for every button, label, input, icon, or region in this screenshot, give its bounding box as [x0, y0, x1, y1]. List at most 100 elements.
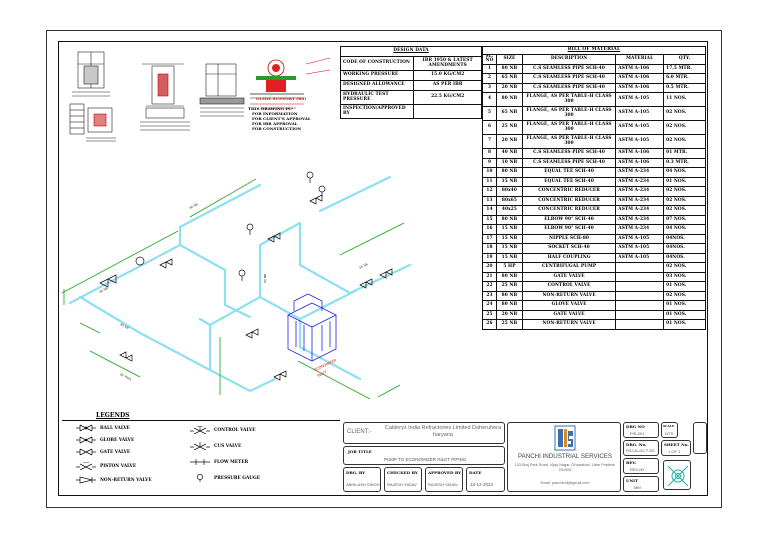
legend-flow-meter: FLOW METER [188, 458, 248, 466]
company-email: Email: panchindl@gmail.com [540, 481, 590, 485]
bom-cell: 11 NOS. [663, 92, 706, 108]
bom-cell: 15 NB [495, 176, 523, 188]
design-data-key: INSPECTION/APPROVED BY [339, 104, 415, 119]
drawing-info-grid: DRG NO PIS-001 SCALE NTS DRG. No. PIS-CA… [623, 422, 707, 492]
bom-cell: ELBOW 90° SCH-40 [521, 224, 617, 235]
bom-cell: ASTM A-106 [615, 73, 665, 84]
legend-piston-valve: PISTON VALVE [74, 462, 136, 470]
note-item: FOR CLIENT'S APPROVAL [252, 116, 311, 121]
bom-cell: ASTM A-234 [615, 205, 665, 216]
gate-valve-icon [76, 448, 96, 456]
bom-cell: 80 NB [495, 63, 523, 75]
bom-cell: GLOVE VALVE [521, 300, 617, 311]
legend-globe-valve: GLOBE VALVE [74, 436, 134, 444]
bom-cell: FLANGE, AS PER TABLE-H CLASS 300 [521, 120, 617, 136]
design-data-key: DESIGNED ALLOWANCE [339, 80, 415, 91]
bom-cell: ASTM A-105 [615, 233, 665, 245]
bom-title: BILL OF MATERIAL [482, 46, 706, 55]
bom-cell [615, 290, 665, 302]
bom-cell: 15 NB [495, 252, 523, 264]
bom-cell: 15 NB [495, 224, 523, 235]
bom-cell: 2 [482, 73, 497, 84]
detail-drawing-1 [69, 51, 116, 142]
bom-cell: ASTM A-105 [615, 134, 665, 150]
legend-panel [62, 420, 340, 493]
date-box: DATE 13-12-2022 [466, 467, 505, 492]
bom-cell: 04 NOS. [663, 224, 706, 235]
drawing-number-box: DRG. No. PIS-CAL-001-P-001 [623, 440, 659, 456]
note-item: FOR IBR APPROVAL [252, 121, 298, 126]
ball-valve-icon [76, 424, 96, 432]
bom-cell: 0.3 MTR. [663, 157, 706, 169]
pump-equipment [287, 293, 337, 362]
legend-title: LEGENDS [96, 412, 130, 419]
bom-cell: 10 NB [495, 157, 523, 169]
drawn-by-name: ABHILASH SINGH [346, 482, 380, 487]
design-data-key: WORKING PRESSURE [339, 70, 415, 81]
bom-cell: FLANGE, AS PER TABLE-H CLASS 300 [521, 92, 617, 108]
valve-symbols [99, 171, 393, 381]
bom-cell: 7 [482, 134, 497, 150]
bom-cell: 80x65 [495, 195, 523, 207]
drg-no-box: DRG NO PIS-001 [623, 422, 659, 438]
svg-text:80 NB: 80 NB [263, 274, 267, 283]
cus-valve-icon [190, 442, 210, 450]
bom-cell: 65 NB [495, 106, 523, 122]
bom-cell: ASTM A-106 [615, 63, 665, 75]
bom-cell: ASTM A-234 [615, 186, 665, 197]
bom-cell: 25 NB [495, 281, 523, 292]
bom-cell: 07 NOS. [663, 214, 706, 226]
svg-text:INLET: INLET [317, 370, 328, 378]
bom-cell: ASTM A-106 [615, 82, 665, 94]
globe-valve-icon [76, 436, 96, 444]
bom-cell: C.S SEAMLESS PIPE SCH-40 [521, 82, 617, 94]
bom-cell: ASTM A-106 [615, 148, 665, 159]
svg-text:80 NB: 80 NB [189, 202, 199, 210]
bom-cell: GATE VALVE [521, 309, 617, 321]
piston-valve-icon [76, 462, 96, 470]
sheet-number-box: SHEET No. 1 OF 1 [661, 440, 691, 456]
bom-cell: ASTM A-105 [615, 120, 665, 136]
bom-cell: 02 NOS. [663, 186, 706, 197]
bom-cell: C.S SEAMLESS PIPE SCH-40 [521, 63, 617, 75]
bom-cell: 0.5 MTR. [663, 82, 706, 94]
bom-cell: HALF COUPLING [521, 252, 617, 264]
legend-cus-valve: CUS VALVE [188, 442, 241, 450]
design-data-row: INSPECTION/APPROVED BY [339, 104, 482, 119]
bom-header-cell: MATERIAL [615, 54, 665, 65]
bom-cell: ASTM A-234 [615, 224, 665, 235]
bom-cell: FLANGE, AS PER TABLE-H CLASS 300 [521, 134, 617, 150]
bom-cell: CONCENTRIC REDUCER [521, 186, 617, 197]
bom-header-cell: SL. NO [482, 54, 497, 65]
bom-cell: SOCKET SCH-40 [521, 243, 617, 254]
bom-cell: 02 NOS. [663, 205, 706, 216]
bom-cell [615, 262, 665, 273]
legend-control-valve: CONTROL VALVE [188, 426, 256, 434]
bom-cell: 17.5 MTR. [663, 63, 706, 75]
bom-cell: 02 NOS. [663, 134, 706, 150]
scale-box: SCALE NTS [661, 422, 678, 438]
bom-header-cell: SIZE [495, 54, 523, 65]
bom-cell: 01 NOS. [663, 309, 706, 321]
approved-by-box: APPROVED BY RAJESH YADAV [425, 467, 463, 492]
bom-cell: 04 NOS. [663, 167, 706, 178]
bom-cell: ASTM A-234 [615, 167, 665, 178]
bom-cell: 80 NB [495, 214, 523, 226]
bom-cell: 04NOS. [663, 243, 706, 254]
bom-cell: ASTM A-105 [615, 92, 665, 108]
bom-cell: 80x40 [495, 186, 523, 197]
bom-cell: 04NOS. [663, 252, 706, 264]
pipe-annotations: 80 NB 80 NB 80 NB 80 NB 65 NB BY PASS [99, 202, 369, 382]
bom-cell: 80 NB [495, 92, 523, 108]
